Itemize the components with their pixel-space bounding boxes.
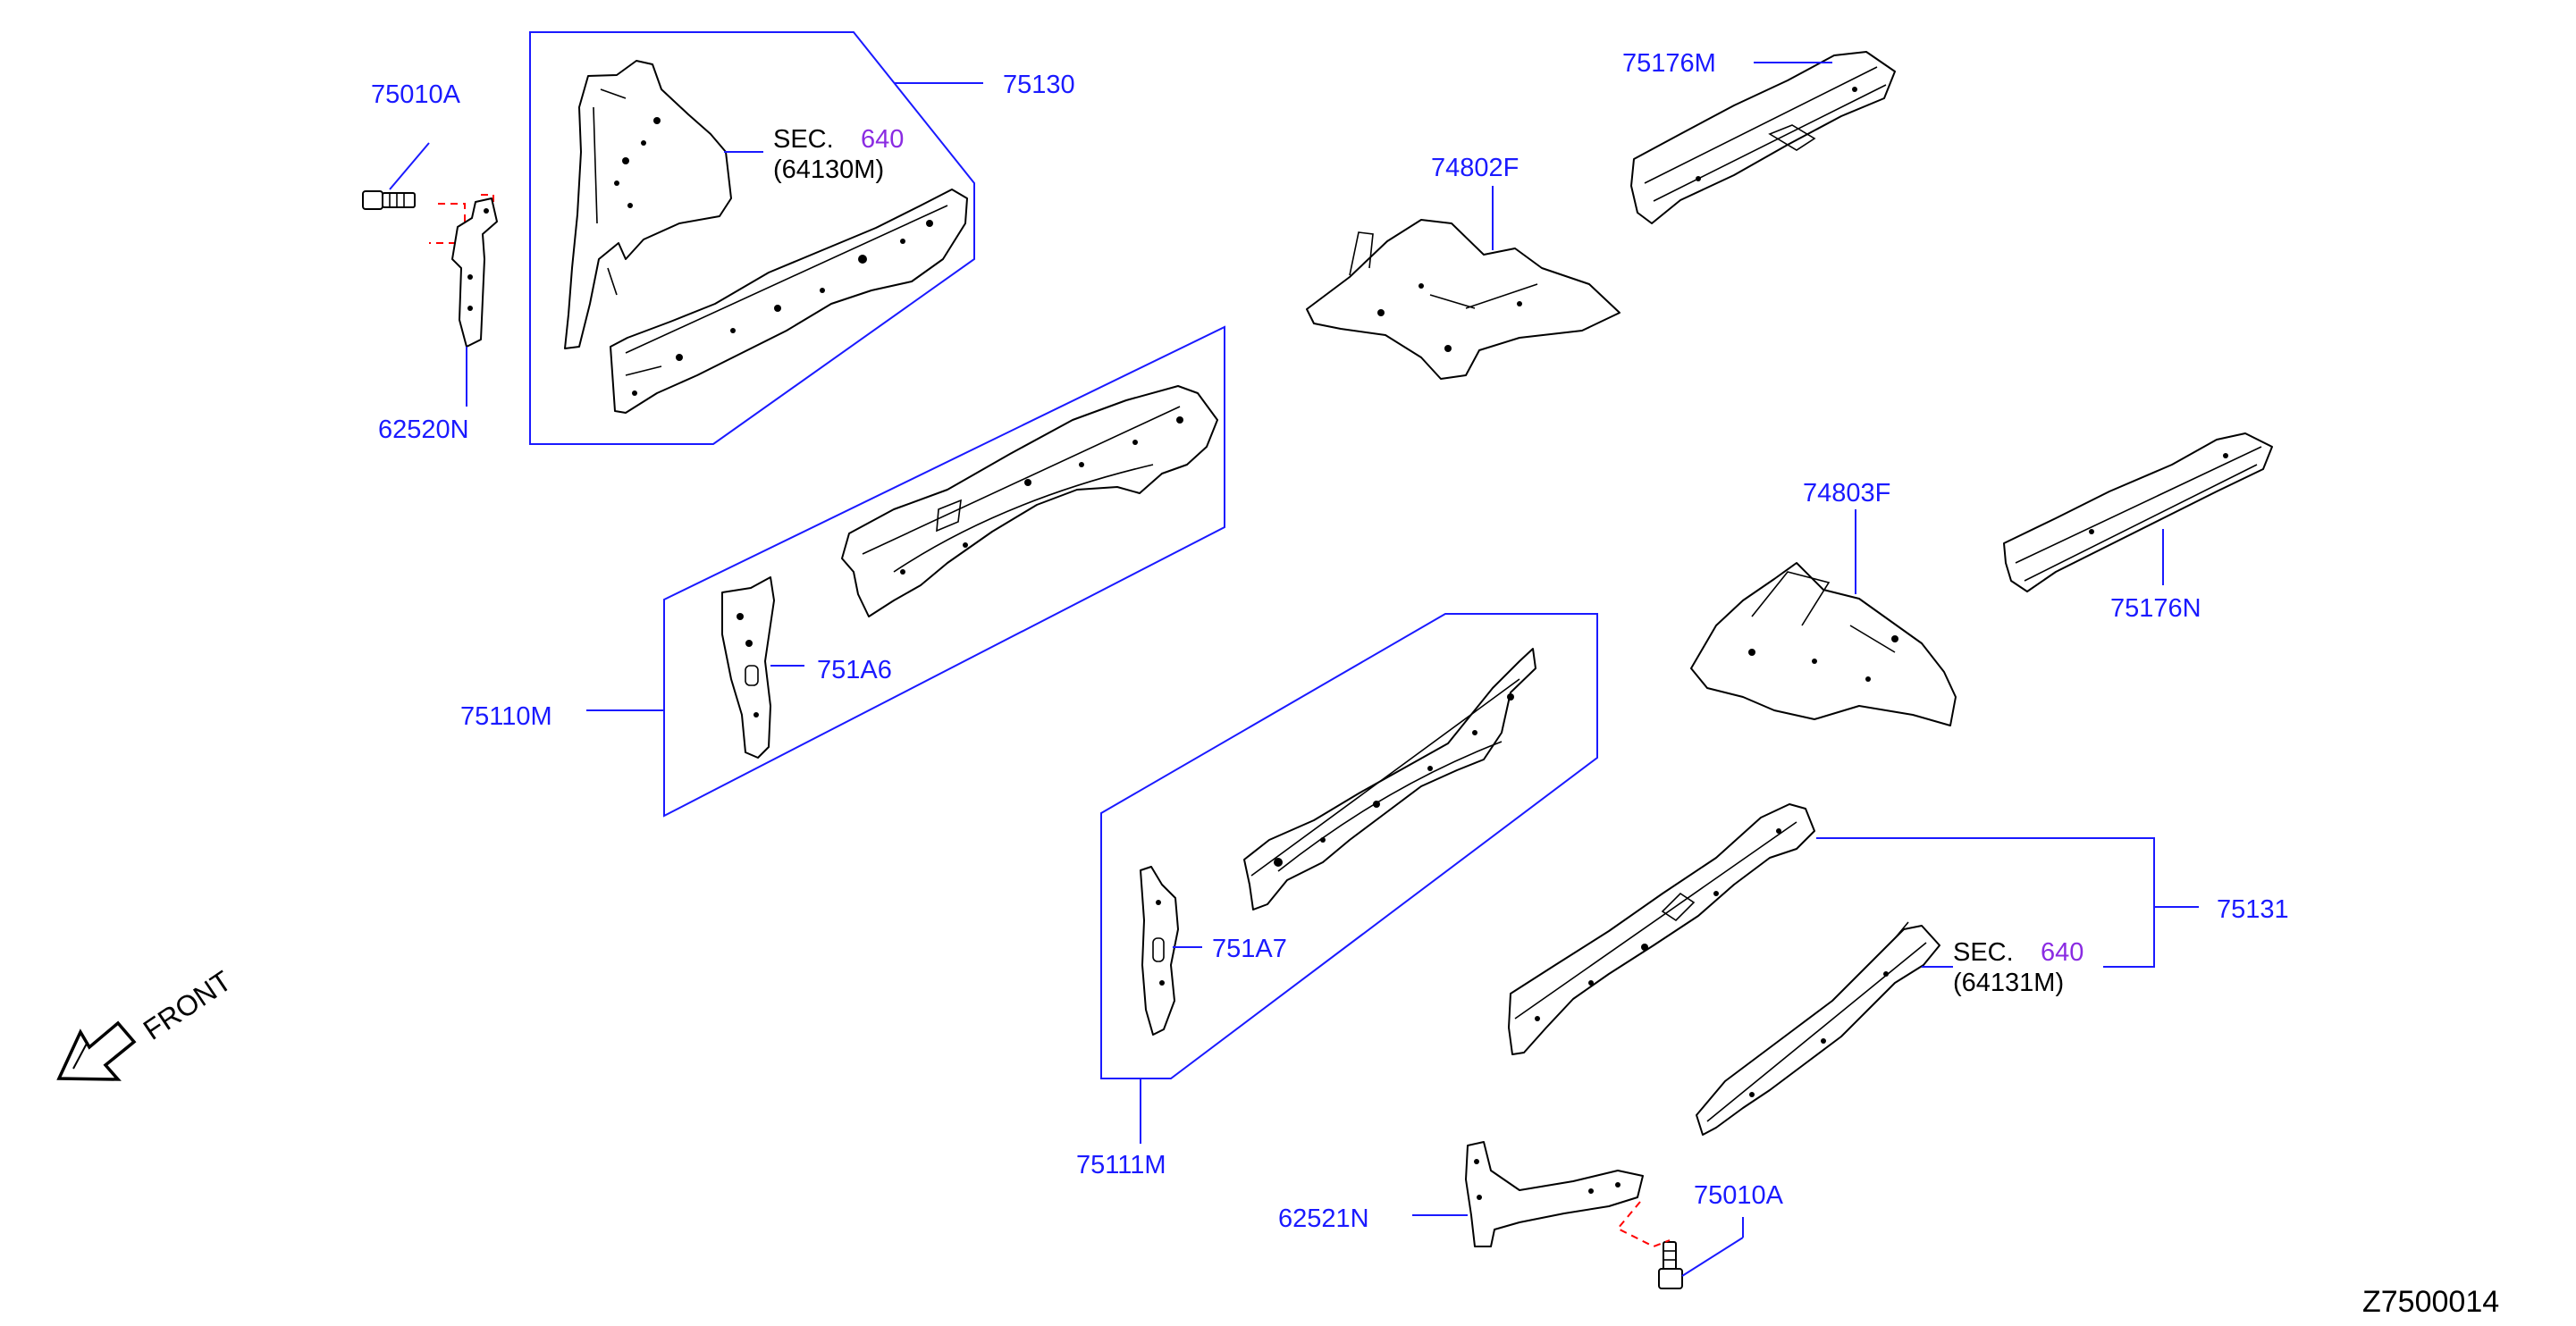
install-hint-top-2 (481, 194, 494, 213)
side-member-75110m (841, 385, 1218, 617)
hoodledge-panel-75130 (564, 60, 732, 349)
side-member-75130 (610, 189, 968, 414)
section-sub: (64130M) (773, 155, 884, 184)
section-ref-64131m: SEC. 640 (64131M) (1953, 938, 2084, 997)
side-member-75111m (1243, 648, 1536, 911)
section-prefix: SEC. (773, 125, 834, 154)
part-label-74802f: 74802F (1431, 154, 1519, 182)
bracket-62521n (1465, 1141, 1644, 1247)
part-label-75010a-bottom: 75010A (1694, 1181, 1784, 1210)
part-label-751a7: 751A7 (1212, 935, 1287, 963)
front-label: FRONT (138, 964, 237, 1045)
install-hint-top (429, 203, 466, 244)
section-number: 640 (2041, 938, 2084, 967)
group-bracket-75131 (1816, 837, 2155, 968)
part-label-62520n: 62520N (378, 415, 469, 444)
floor-member-74802f (1306, 219, 1621, 380)
part-label-75176n: 75176N (2110, 594, 2201, 623)
part-label-75110m: 75110M (460, 702, 552, 731)
bolt-75010a-bottom (1658, 1241, 1683, 1289)
part-label-75176m: 75176M (1622, 49, 1716, 78)
part-label-75010a-top: 75010A (371, 80, 461, 109)
bracket-62520n (451, 197, 498, 348)
floor-member-75176n (2003, 432, 2273, 592)
part-label-751a6: 751A6 (817, 656, 892, 684)
front-arrow-icon (56, 1020, 137, 1081)
part-label-62521n: 62521N (1278, 1204, 1369, 1233)
section-ref-64130m: SEC. 640 (64130M) (773, 125, 904, 184)
section-prefix: SEC. (1953, 938, 2014, 967)
group-frame-75111m (1100, 613, 1598, 1079)
section-sub: (64131M) (1953, 969, 2064, 997)
reinforcement-751a7 (1140, 866, 1179, 1036)
part-label-75131: 75131 (2217, 895, 2289, 924)
install-hint-bottom (1616, 1201, 1671, 1248)
reinforcement-751a6 (721, 576, 775, 759)
part-label-75130: 75130 (1003, 71, 1075, 99)
group-frame-75130 (529, 31, 975, 445)
leader-lines (389, 62, 2199, 1277)
part-label-75111m: 75111M (1076, 1151, 1166, 1179)
part-label-74803f: 74803F (1803, 479, 1890, 508)
section-number: 640 (861, 125, 904, 154)
group-frame-75110m (663, 325, 1225, 818)
diagram-code: Z7500014 (2362, 1285, 2499, 1319)
bolt-75010a-top (362, 190, 416, 210)
floor-member-74803f (1690, 562, 1957, 726)
front-direction-indicator: FRONT (56, 964, 237, 1081)
side-member-75131 (1508, 803, 1815, 1055)
